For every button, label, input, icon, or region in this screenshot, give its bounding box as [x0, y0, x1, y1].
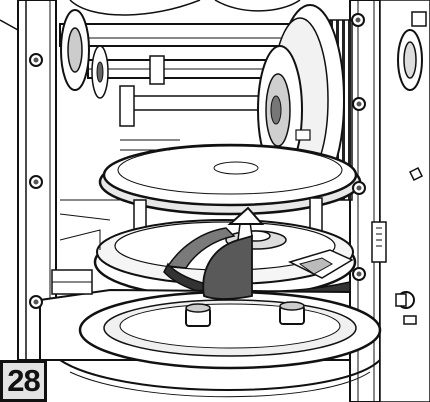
detail-lines [59, 139, 180, 250]
left-pulley-bracket [60, 9, 109, 99]
base-bolts [185, 301, 305, 327]
frame-screw-centers [33, 17, 362, 305]
belt-direction-arrow-icon [166, 206, 265, 300]
upper-shaft-assembly [59, 0, 351, 127]
step-number-label: 28 [0, 360, 47, 402]
drive-pulley-with-gear [257, 4, 353, 201]
upper-disc [98, 143, 362, 216]
